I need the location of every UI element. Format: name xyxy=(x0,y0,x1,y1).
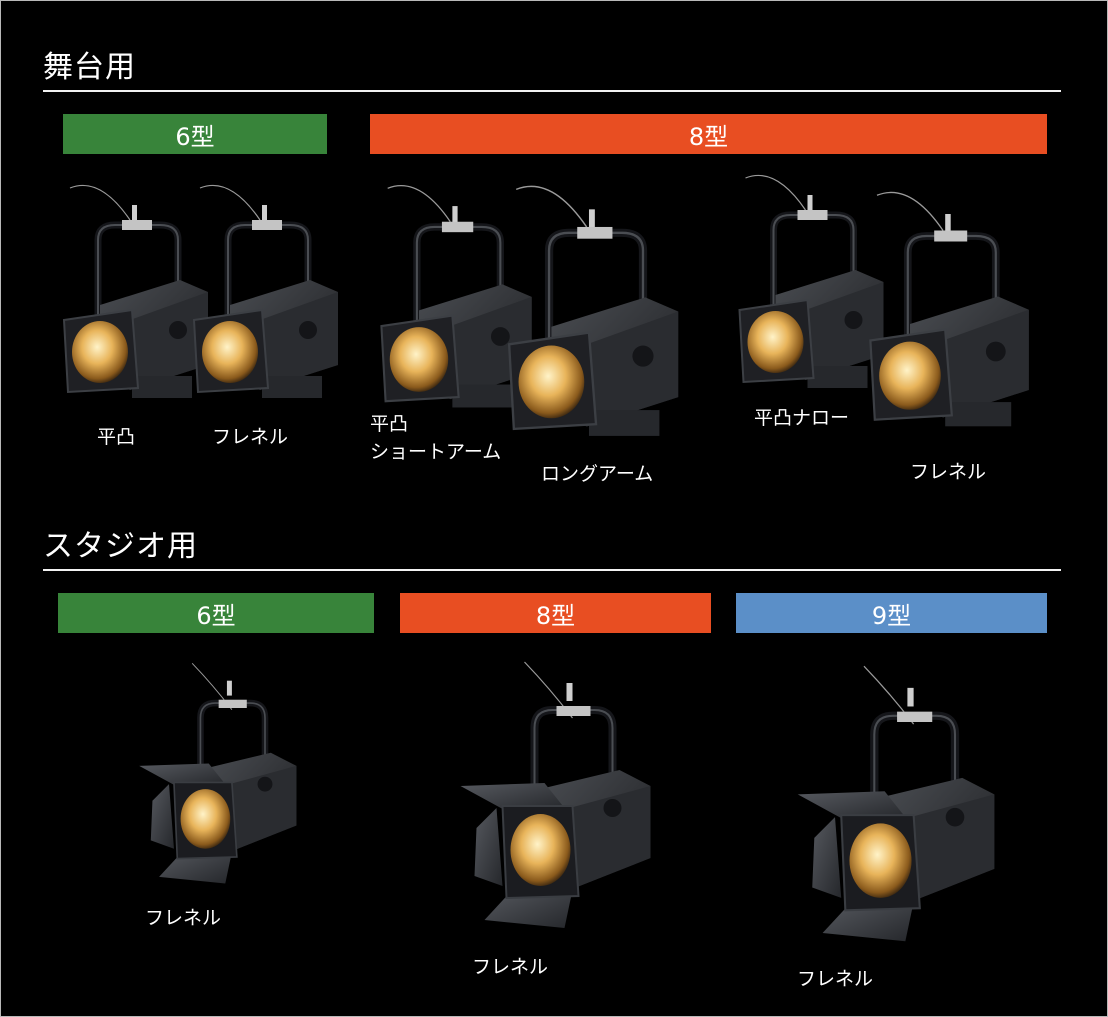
fresnel-barndoor-icon xyxy=(432,658,677,948)
product-label: 平凸 xyxy=(97,426,136,448)
product-label: ショートアーム xyxy=(370,441,502,463)
spotlight-icon xyxy=(500,180,685,450)
studio-divider xyxy=(43,569,1061,571)
product-label: フレネル xyxy=(910,461,987,483)
spotlight-icon xyxy=(190,180,340,410)
studio-badge-type6: 6型 xyxy=(58,593,374,633)
product-label: ロングアーム xyxy=(541,463,654,485)
product-label: フレネル xyxy=(797,968,874,990)
fresnel-barndoor-icon xyxy=(765,662,1025,962)
product-label: フレネル xyxy=(212,426,289,448)
studio-badge-type9: 9型 xyxy=(736,593,1047,633)
fresnel-barndoor-icon xyxy=(122,660,312,900)
stage-badge-type6: 6型 xyxy=(63,114,327,154)
stage-section-title: 舞台用 xyxy=(43,50,136,85)
stage-divider xyxy=(43,90,1061,92)
product-label: フレネル xyxy=(472,956,549,978)
product-label: 平凸 xyxy=(370,413,409,435)
spotlight-icon xyxy=(866,178,1031,448)
studio-section-title: スタジオ用 xyxy=(43,529,198,564)
stage-badge-type8: 8型 xyxy=(370,114,1047,154)
studio-badge-type8: 8型 xyxy=(400,593,711,633)
product-label: 平凸ナロー xyxy=(754,407,850,429)
spotlight-icon xyxy=(60,180,210,410)
product-label: フレネル xyxy=(145,907,222,929)
